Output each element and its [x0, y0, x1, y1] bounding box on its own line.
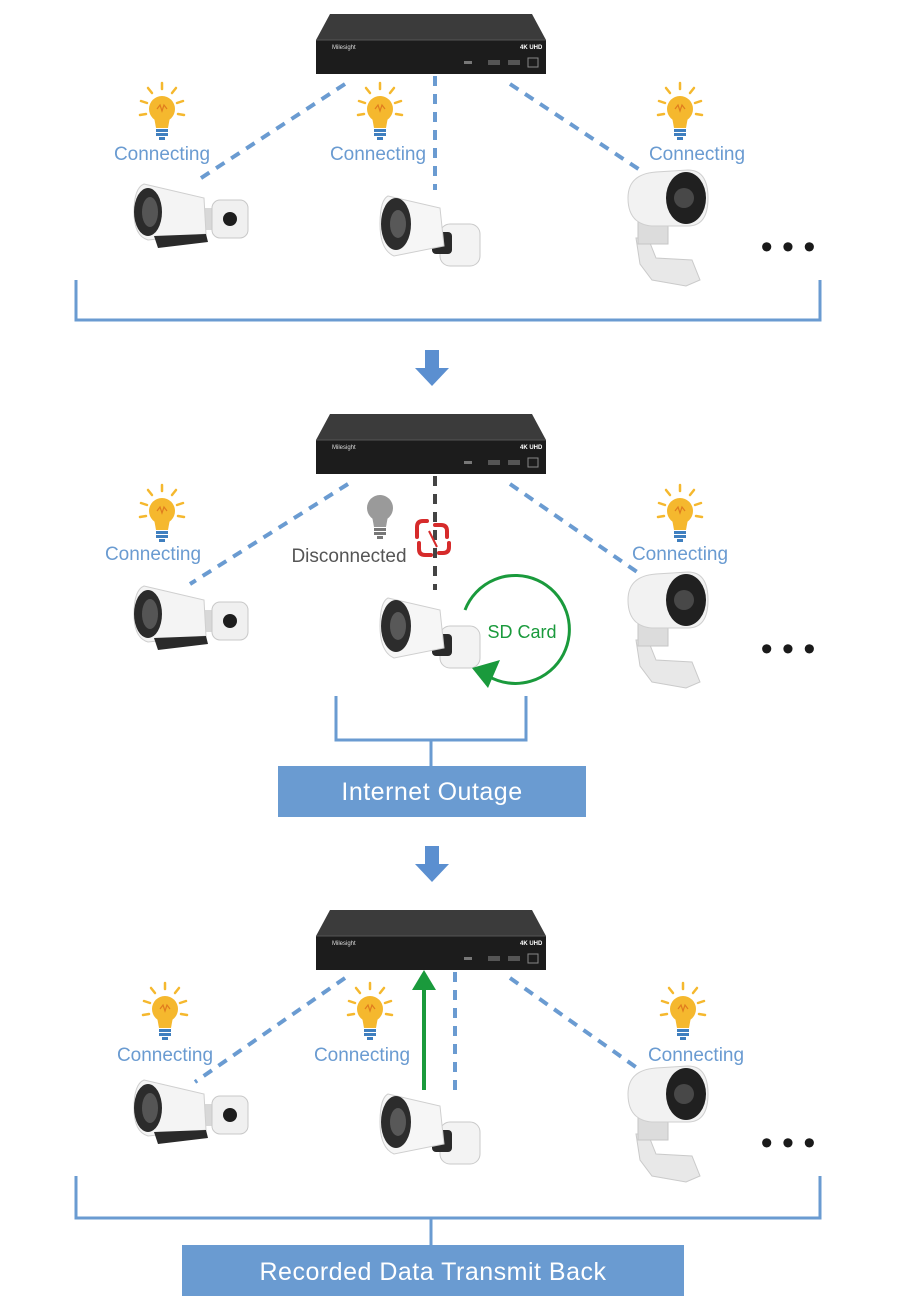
- lightbulb-on-icon: [138, 81, 186, 142]
- link-line: [508, 82, 642, 172]
- link-line: [193, 82, 347, 184]
- nvr-badge: 4K UHD: [520, 45, 543, 51]
- more-cameras-indicator: • • •: [761, 228, 816, 266]
- camera-status-label: Connecting: [314, 1045, 410, 1066]
- transmit-back-label: Recorded Data Transmit Back: [260, 1258, 607, 1286]
- internet-outage-box: [278, 766, 586, 817]
- camera-status-label: Connecting: [648, 1045, 744, 1066]
- link-line: [508, 482, 642, 576]
- lightbulb-on-icon: [138, 483, 186, 544]
- link-line: [508, 976, 642, 1072]
- sd-card-label: SD Card: [487, 622, 556, 642]
- lightbulb-on-icon: [656, 483, 704, 544]
- bullet-camera-icon: [133, 183, 249, 249]
- lightbulb-on-icon: [346, 981, 394, 1042]
- more-cameras-indicator: • • •: [761, 630, 816, 668]
- section-restored: Milesight 4K UHD Connecting Connecting C…: [74, 909, 822, 1296]
- nvr-icon: [315, 909, 547, 971]
- link-line: [188, 482, 350, 586]
- camera-status-label: Connecting: [632, 544, 728, 565]
- mini-bullet-camera-icon: [379, 1093, 481, 1165]
- loop-arrow-icon: [463, 574, 571, 685]
- ptz-camera-icon: [627, 571, 709, 689]
- transmit-back-box: [182, 1245, 684, 1296]
- lightbulb-on-icon: [659, 981, 707, 1042]
- section-normal: Milesight 4K UHD Connecting Connecting C…: [74, 13, 822, 322]
- nvr-brand: Milesight: [332, 45, 356, 51]
- nvr-icon: [315, 413, 547, 475]
- ptz-camera-icon: [627, 169, 709, 287]
- nvr-badge: 4K UHD: [520, 941, 543, 947]
- lightbulb-off-icon: [367, 495, 393, 539]
- camera-status-label: Connecting: [330, 144, 426, 165]
- loop-arrow-head: [472, 660, 500, 688]
- ptz-camera-icon: [627, 1065, 709, 1183]
- group-bracket: [74, 280, 822, 322]
- camera-status-label: Connecting: [649, 144, 745, 165]
- nvr-brand: Milesight: [332, 941, 356, 947]
- camera-status-label: Connecting: [117, 1045, 213, 1066]
- upload-arrow-head: [412, 970, 436, 990]
- camera-status-label: Disconnected: [291, 546, 406, 567]
- nvr-icon: [315, 13, 547, 75]
- arrow-down-icon: [415, 350, 449, 386]
- camera-status-label: Connecting: [105, 544, 201, 565]
- link-line: [193, 976, 347, 1084]
- group-bracket: [74, 1176, 822, 1220]
- nvr-badge: 4K UHD: [520, 445, 543, 451]
- arrow-down-icon: [415, 846, 449, 882]
- lightbulb-on-icon: [656, 81, 704, 142]
- group-bracket: [334, 696, 528, 742]
- mini-bullet-camera-icon: [379, 195, 481, 267]
- section-outage: Milesight 4K UHD Connecting Disconnected…: [105, 413, 816, 817]
- lightbulb-on-icon: [141, 981, 189, 1042]
- bullet-camera-icon: [133, 585, 249, 651]
- more-cameras-indicator: • • •: [761, 1124, 816, 1162]
- camera-status-label: Connecting: [114, 144, 210, 165]
- internet-outage-label: Internet Outage: [341, 778, 522, 806]
- nvr-brand: Milesight: [332, 445, 356, 451]
- bullet-camera-icon: [133, 1079, 249, 1145]
- lightbulb-on-icon: [356, 81, 404, 142]
